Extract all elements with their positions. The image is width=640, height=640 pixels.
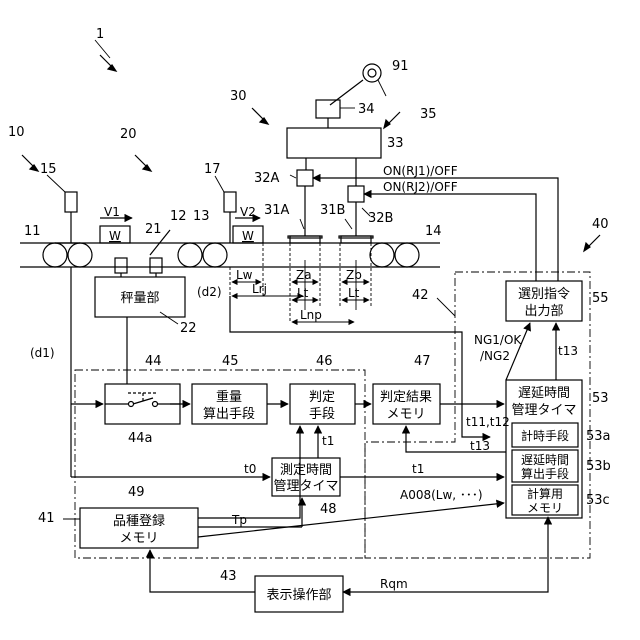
judge-label-2: 手段 [309, 407, 335, 422]
ref-10: 10 [8, 125, 25, 140]
ref-55: 55 [592, 291, 609, 306]
label-d1: (d1) [30, 346, 55, 360]
judge-mem-label-2: メモリ [386, 407, 425, 422]
selector-label-1: 選別指令 [518, 287, 570, 302]
label-ng1-ok: NG1/OK [474, 333, 522, 347]
ref-31A: 31A [264, 203, 290, 218]
ref-44a: 44a [128, 431, 153, 446]
product-mem-label-1: 品種登録 [113, 513, 165, 529]
label-za: Za [296, 268, 312, 282]
weigher-label: 秤量部 [120, 291, 159, 306]
ref-17: 17 [204, 162, 221, 177]
ref-14: 14 [425, 224, 442, 239]
ref-45: 45 [222, 354, 239, 369]
delay-timer-label-1: 遅延時間 [518, 386, 570, 401]
weight-calc-label-1: 重量 [216, 389, 242, 405]
label-t13-top: t13 [558, 344, 578, 358]
label-v2: V2 [240, 205, 256, 219]
signal-wiring [71, 178, 558, 592]
label-on-rj2: ON(RJ2)/OFF [383, 180, 458, 194]
ref-direction-arrows [22, 55, 600, 251]
ref-53: 53 [592, 391, 609, 406]
judge-mem-label-1: 判定結果 [380, 390, 432, 405]
weight-calc-label-2: 算出手段 [203, 407, 255, 422]
ref-21: 21 [145, 222, 162, 237]
ref-32A: 32A [254, 171, 280, 186]
label-zb: Zb [346, 268, 362, 282]
label-t1-delay: t1 [412, 462, 424, 476]
ref-32B: 32B [368, 211, 393, 226]
clock53a-label: 計時手段 [521, 428, 569, 443]
timer48-label-1: 測定時間 [280, 463, 332, 478]
ref-40: 40 [592, 217, 609, 232]
sensor-17 [224, 192, 236, 212]
calc-mem-label-1: 計算用 [527, 486, 563, 501]
label-on-rj1: ON(RJ1)/OFF [383, 164, 458, 178]
ref-22: 22 [180, 321, 197, 336]
ref-42: 42 [412, 288, 429, 303]
label-w2: W [242, 229, 254, 243]
ref-91: 91 [392, 59, 409, 74]
ref-30: 30 [230, 89, 247, 104]
display-label: 表示操作部 [266, 587, 331, 603]
label-lw: Lw [236, 268, 253, 282]
label-v1: V1 [104, 205, 120, 219]
delay-calc-label-1: 遅延時間 [521, 453, 569, 467]
ref-15: 15 [40, 162, 57, 177]
label-t0: t0 [244, 462, 256, 476]
ref-33: 33 [387, 136, 404, 151]
calc-mem-label-2: メモリ [527, 501, 563, 515]
weigher-support [115, 230, 170, 277]
ref-35: 35 [420, 107, 437, 122]
ref-31B: 31B [320, 203, 345, 218]
sensor-15 [65, 192, 77, 212]
label-ng2: /NG2 [480, 349, 510, 363]
label-lt2: Lt [348, 286, 360, 300]
product-mem-label-2: メモリ [119, 531, 158, 546]
label-a008: A008(Lw, ･･･) [400, 488, 483, 502]
ref-13: 13 [193, 209, 210, 224]
label-lnp: Lnp [300, 308, 322, 322]
ref-34: 34 [358, 102, 375, 117]
timer48-label-2: 管理タイマ [273, 479, 338, 494]
ref-48: 48 [320, 502, 337, 517]
judge-label-1: 判定 [309, 390, 335, 405]
ref-41: 41 [38, 511, 55, 526]
label-d2: (d2) [197, 285, 222, 299]
ref-53c: 53c [586, 493, 610, 508]
ref-20: 20 [120, 127, 137, 142]
ref-46: 46 [316, 354, 333, 369]
label-rqm: Rqm [380, 577, 408, 591]
ref-12: 12 [170, 209, 187, 224]
ref-49: 49 [128, 485, 145, 500]
selector-label-2: 出力部 [524, 304, 563, 319]
label-tp: Tp [231, 513, 247, 527]
label-t11-t12: t11,t12 [466, 415, 510, 429]
ref-11: 11 [24, 224, 41, 239]
ref-44: 44 [145, 354, 162, 369]
ref-53a: 53a [586, 429, 611, 444]
label-lrj: Lrj [252, 282, 267, 296]
ref-47: 47 [414, 354, 431, 369]
label-lt1: Lt [297, 286, 309, 300]
delay-calc-label-2: 算出手段 [521, 466, 569, 481]
ref-53b: 53b [586, 459, 611, 474]
ref-1: 1 [96, 27, 104, 42]
switch-44a-symbol [105, 393, 180, 407]
label-t1-judge: t1 [322, 434, 334, 448]
label-t13-bottom: t13 [470, 439, 490, 453]
conveyor-line [20, 243, 440, 267]
reference-numerals: 1 10 11 12 13 14 15 17 20 21 22 30 31A 3… [8, 27, 611, 584]
ref-43: 43 [220, 569, 237, 584]
delay-timer-label-2: 管理タイマ [511, 403, 576, 418]
label-w1: W [109, 229, 121, 243]
